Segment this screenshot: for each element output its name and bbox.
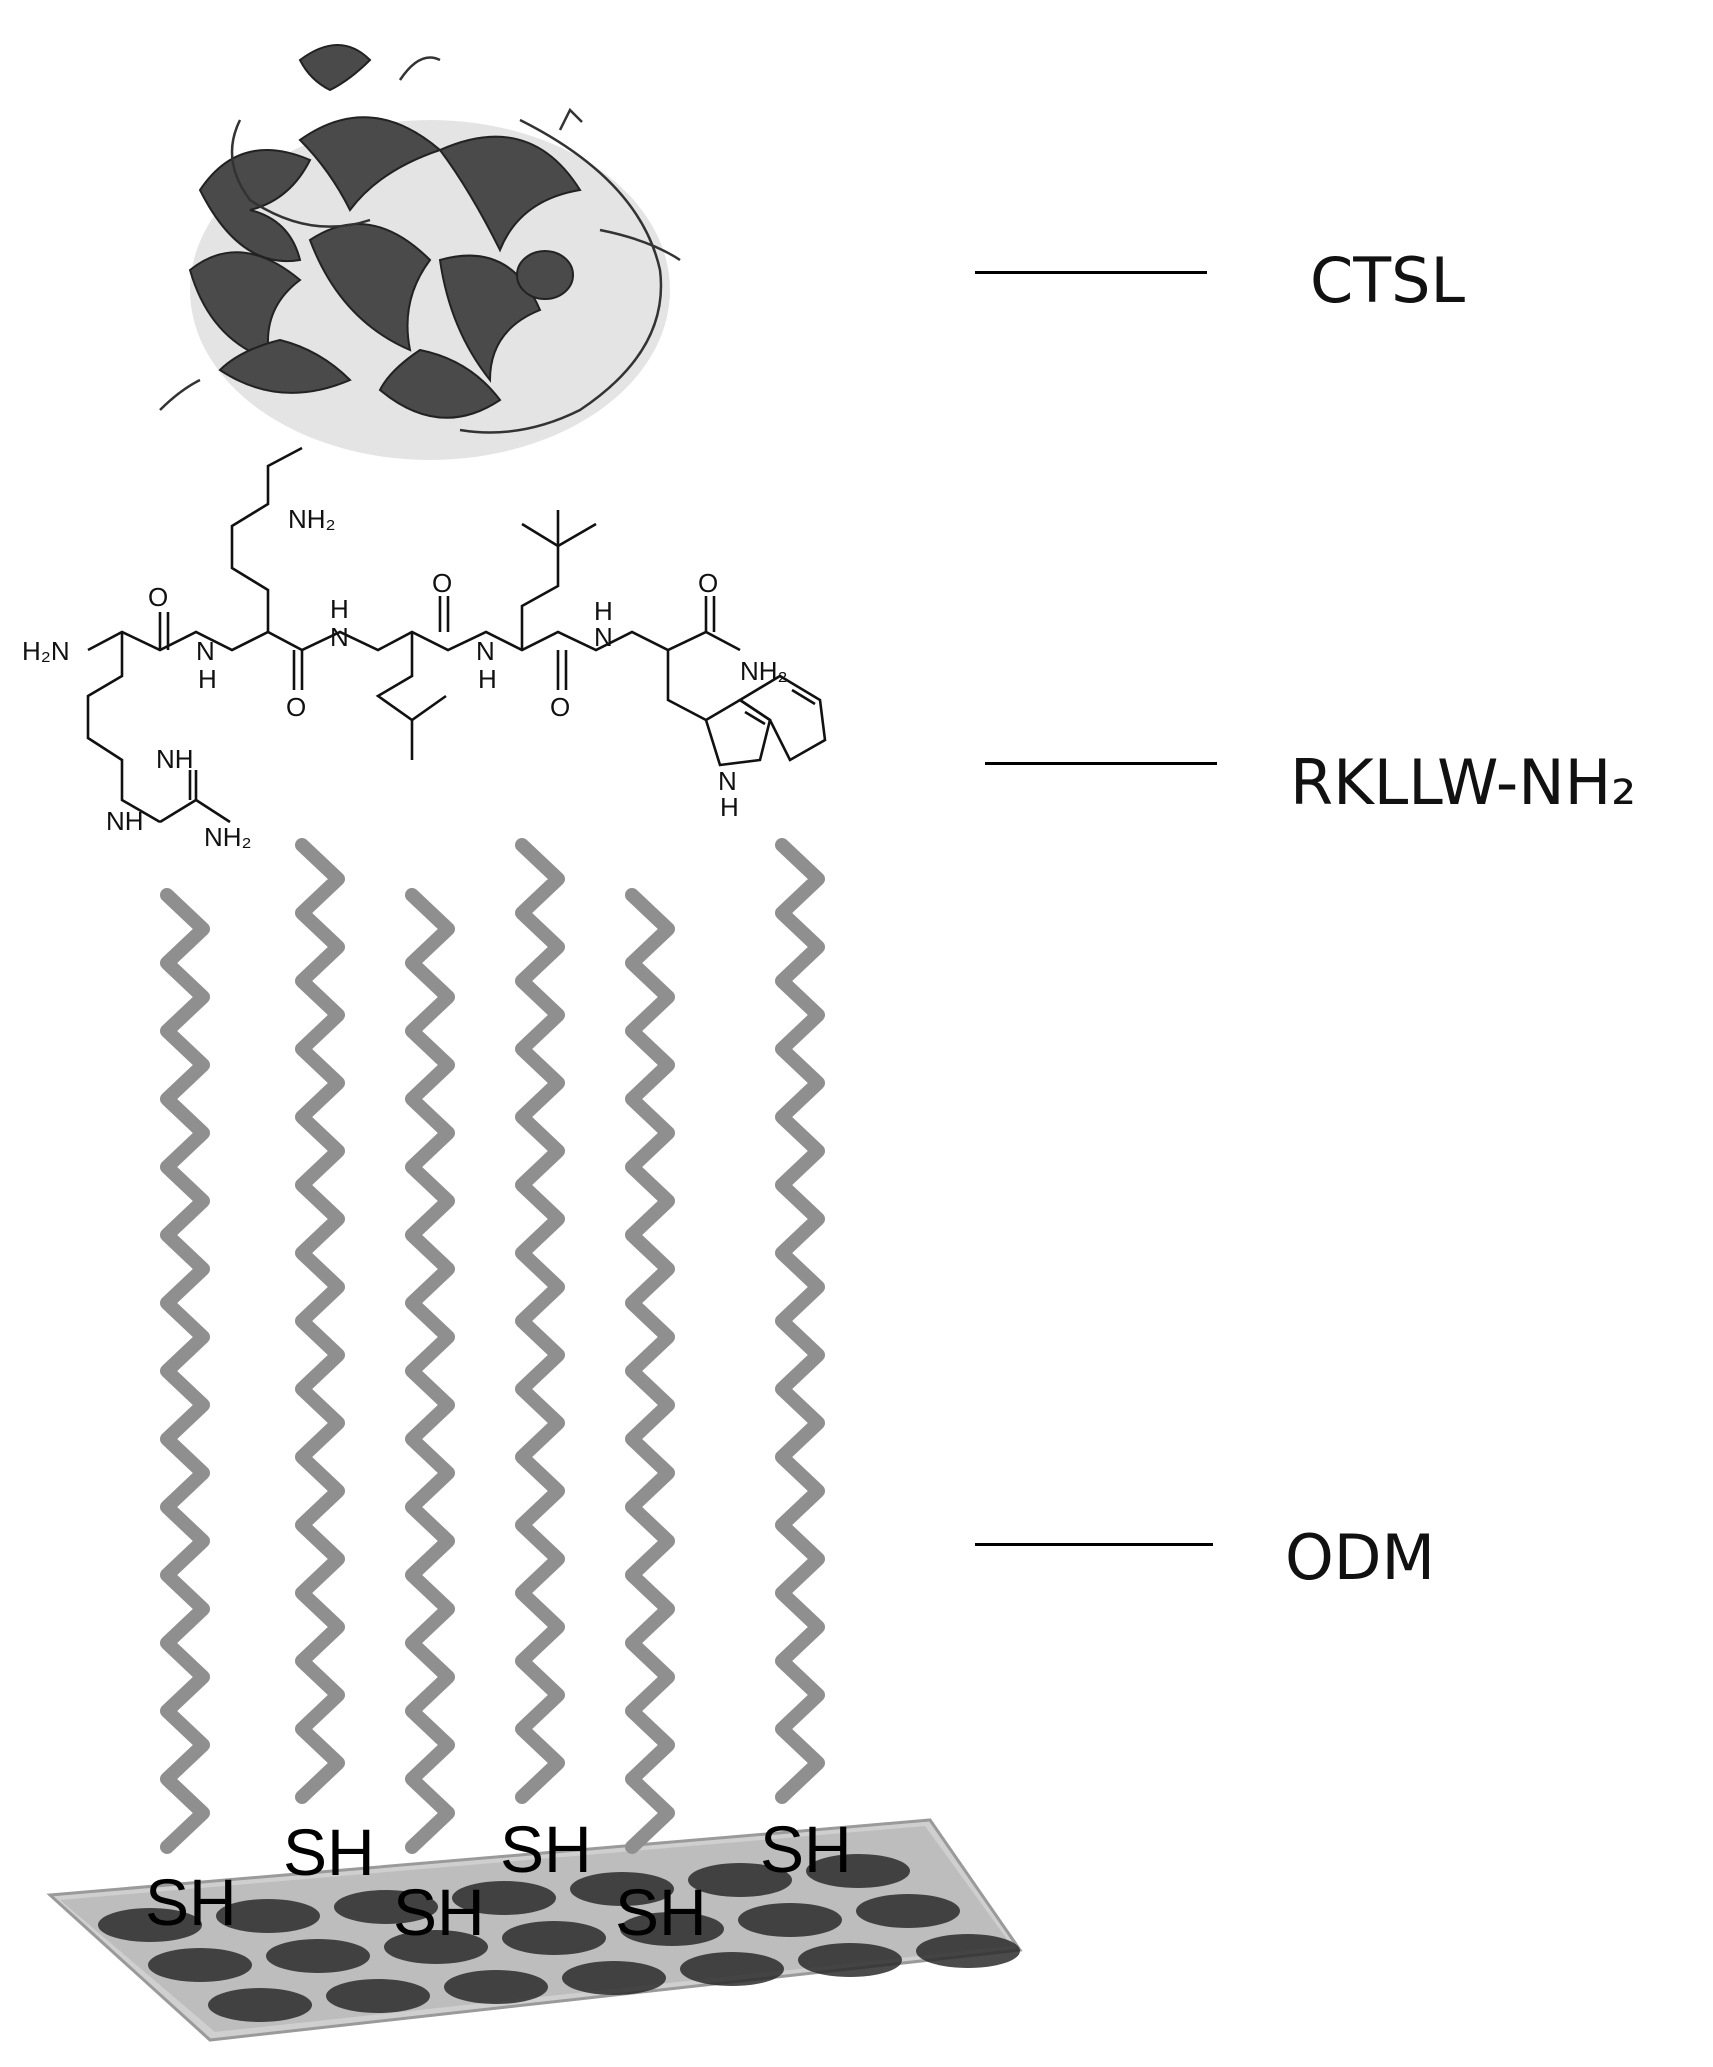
thiol-label: SH xyxy=(283,1815,375,1889)
hydrogen-label: H xyxy=(720,792,739,822)
substrate-spot xyxy=(798,1943,902,1977)
nitrogen-label: N xyxy=(476,636,495,666)
substrate-spot xyxy=(334,1890,438,1924)
odm-leader-line xyxy=(975,1543,1213,1546)
nitrogen-label: N xyxy=(594,622,613,652)
substrate-spot xyxy=(384,1930,488,1964)
substrate-spot xyxy=(216,1899,320,1933)
alkyl-chain xyxy=(625,888,675,1854)
gold-substrate xyxy=(46,1818,1023,2042)
thiol-label: SH xyxy=(760,1812,852,1886)
indole-nh-label: N xyxy=(718,766,737,796)
substrate-spot xyxy=(806,1854,910,1888)
peptide-atom-labels: H₂N O N H O NH₂ H N O N H O H N O NH₂ NH… xyxy=(22,504,788,852)
substrate-spot xyxy=(680,1952,784,1986)
peptide-structure xyxy=(86,446,827,824)
substrate-spot xyxy=(326,1979,430,2013)
alkyl-chain xyxy=(405,888,455,1854)
substrate-spot xyxy=(444,1970,548,2004)
amine-label: NH₂ xyxy=(288,504,336,534)
imine-label: NH xyxy=(156,744,194,774)
hydrogen-label: H xyxy=(478,664,497,694)
substrate-spot xyxy=(208,1988,312,2022)
amine-label: NH₂ xyxy=(204,822,252,852)
substrate-spot xyxy=(856,1894,960,1928)
oxygen-label: O xyxy=(550,692,570,722)
substrate-spot xyxy=(148,1948,252,1982)
amine-label: NH xyxy=(106,806,144,836)
alkyl-chain xyxy=(160,888,210,1854)
hydrogen-label: H xyxy=(330,594,349,624)
peptide-leader-line xyxy=(985,762,1217,765)
substrate-spot-pattern xyxy=(98,1854,1020,2022)
thiol-label: SH xyxy=(145,1865,237,1939)
substrate-spot xyxy=(620,1912,724,1946)
thiol-label: SH xyxy=(615,1875,707,1949)
ctsl-protein-ribbon xyxy=(159,44,681,460)
substrate-spot xyxy=(502,1921,606,1955)
amine-label: NH₂ xyxy=(740,656,788,686)
alkyl-chain xyxy=(295,838,345,1804)
amine-label: H₂N xyxy=(22,636,70,666)
nitrogen-label: N xyxy=(330,622,349,652)
substrate-spot xyxy=(98,1908,202,1942)
oxygen-label: O xyxy=(432,568,452,598)
thiol-label: SH xyxy=(500,1812,592,1886)
thiol-label: SH xyxy=(393,1875,485,1949)
alkyl-chain xyxy=(515,838,565,1804)
substrate-spot xyxy=(570,1872,674,1906)
odm-chain-group xyxy=(160,838,825,1854)
peptide-label: RKLLW-NH₂ xyxy=(1290,746,1637,819)
hydrogen-label: H xyxy=(198,664,217,694)
oxygen-label: O xyxy=(286,692,306,722)
oxygen-label: O xyxy=(698,568,718,598)
substrate-spot xyxy=(452,1881,556,1915)
odm-label: ODM xyxy=(1285,1521,1436,1594)
substrate-spot xyxy=(562,1961,666,1995)
oxygen-label: O xyxy=(148,582,168,612)
substrate-spot xyxy=(916,1934,1020,1968)
nitrogen-label: N xyxy=(196,636,215,666)
substrate-spot xyxy=(738,1903,842,1937)
substrate-spot xyxy=(688,1863,792,1897)
substrate-spot xyxy=(266,1939,370,1973)
hydrogen-label: H xyxy=(594,596,613,626)
alkyl-chain xyxy=(775,838,825,1804)
ctsl-label: CTSL xyxy=(1310,244,1466,317)
ctsl-leader-line xyxy=(975,271,1207,274)
